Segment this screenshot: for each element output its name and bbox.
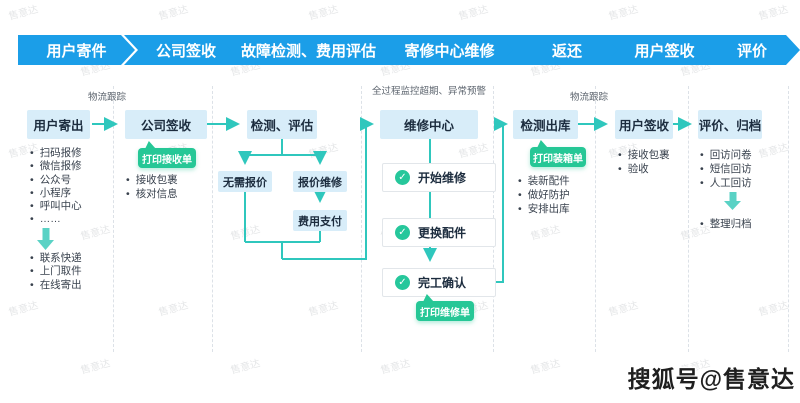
list-item: 装新配件 <box>518 174 570 188</box>
banner-stage-return: 返还 <box>499 35 625 65</box>
column-divider <box>688 86 689 352</box>
no-quote-box: 无需报价 <box>218 171 272 192</box>
receive-step-list: 接收包裹 核对信息 <box>126 173 178 201</box>
stage-box-user-sign: 用户签收 <box>615 110 673 139</box>
list-item: 扫码报修 <box>30 147 82 160</box>
column-divider <box>361 86 362 352</box>
list-item: 验收 <box>618 162 670 176</box>
task-start-repair: ✓ 开始维修 <box>382 163 496 192</box>
list-item: 接收包裹 <box>126 173 178 187</box>
list-item: 接收包裹 <box>618 148 670 162</box>
list-item: 人工回访 <box>700 176 752 190</box>
send-channel-list: 扫码报修 微信报修 公众号 小程序 呼叫中心 …… <box>30 147 82 227</box>
task-complete-confirm: ✓ 完工确认 <box>382 268 496 297</box>
banner-stage-company-sign: 公司签收 <box>124 35 238 65</box>
quote-repair-box: 报价维修 <box>293 171 347 192</box>
archive-list: 整理归档 <box>700 218 752 231</box>
print-packing-list-badge: 打印装箱单 <box>530 147 586 167</box>
logistics-tracking-label-left: 物流跟踪 <box>88 92 127 103</box>
banner-stage-center-repair: 寄修中心维修 <box>369 35 520 65</box>
column-divider <box>788 86 789 352</box>
banner-stage-evaluate: 评价 <box>694 35 800 65</box>
list-item: 微信报修 <box>30 160 82 173</box>
banner-stage-user-send: 用户寄件 <box>18 35 135 65</box>
column-divider <box>113 86 114 352</box>
ship-method-list: 联系快递 上门取件 在线寄出 <box>30 252 82 292</box>
evaluate-step-list: 回访问卷 短信回访 人工回访 <box>700 148 752 191</box>
banner-stage-fault-assess: 故障检测、费用评估 <box>217 35 390 65</box>
banner-stage-user-sign: 用户签收 <box>604 35 715 65</box>
task-replace-parts: ✓ 更换配件 <box>382 218 496 247</box>
list-item: 做好防护 <box>518 188 570 202</box>
list-item: 回访问卷 <box>700 148 752 162</box>
outbound-step-list: 装新配件 做好防护 安排出库 <box>518 174 570 217</box>
stage-box-evaluate: 评价、归档 <box>698 110 762 139</box>
down-arrow-icon <box>37 192 741 250</box>
sign-step-list: 接收包裹 验收 <box>618 148 670 176</box>
task-label: 开始维修 <box>418 171 467 185</box>
print-receipt-badge: 打印接收单 <box>138 148 196 168</box>
list-item: 上门取件 <box>30 265 82 278</box>
task-label: 更换配件 <box>418 226 467 240</box>
stage-box-assess: 检测、评估 <box>247 110 317 139</box>
column-divider <box>595 86 596 352</box>
logistics-tracking-label-right: 物流跟踪 <box>570 92 609 103</box>
check-icon: ✓ <box>395 225 410 240</box>
stage-box-user-send: 用户寄出 <box>27 110 90 139</box>
stage-box-outbound: 检测出库 <box>513 110 578 139</box>
list-item: …… <box>30 213 82 226</box>
list-item: 呼叫中心 <box>30 200 82 213</box>
list-item: 公众号 <box>30 174 82 187</box>
stage-box-company-sign: 公司签收 <box>125 110 207 139</box>
payment-box: 费用支付 <box>293 210 347 231</box>
task-label: 完工确认 <box>418 276 467 290</box>
print-repair-order-badge: 打印维修单 <box>416 301 474 321</box>
column-divider <box>212 86 213 352</box>
list-item: 安排出库 <box>518 202 570 216</box>
list-item: 核对信息 <box>126 187 178 201</box>
list-item: 联系快递 <box>30 252 82 265</box>
sohu-watermark: 搜狐号@售意达 <box>627 366 795 392</box>
list-item: 短信回访 <box>700 162 752 176</box>
process-monitor-label: 全过程监控超期、异常预警 <box>372 86 487 97</box>
check-icon: ✓ <box>395 170 410 185</box>
stage-box-repair-center: 维修中心 <box>380 110 478 139</box>
list-item: 在线寄出 <box>30 279 82 292</box>
check-icon: ✓ <box>395 275 410 290</box>
list-item: 整理归档 <box>700 218 752 231</box>
list-item: 小程序 <box>30 187 82 200</box>
